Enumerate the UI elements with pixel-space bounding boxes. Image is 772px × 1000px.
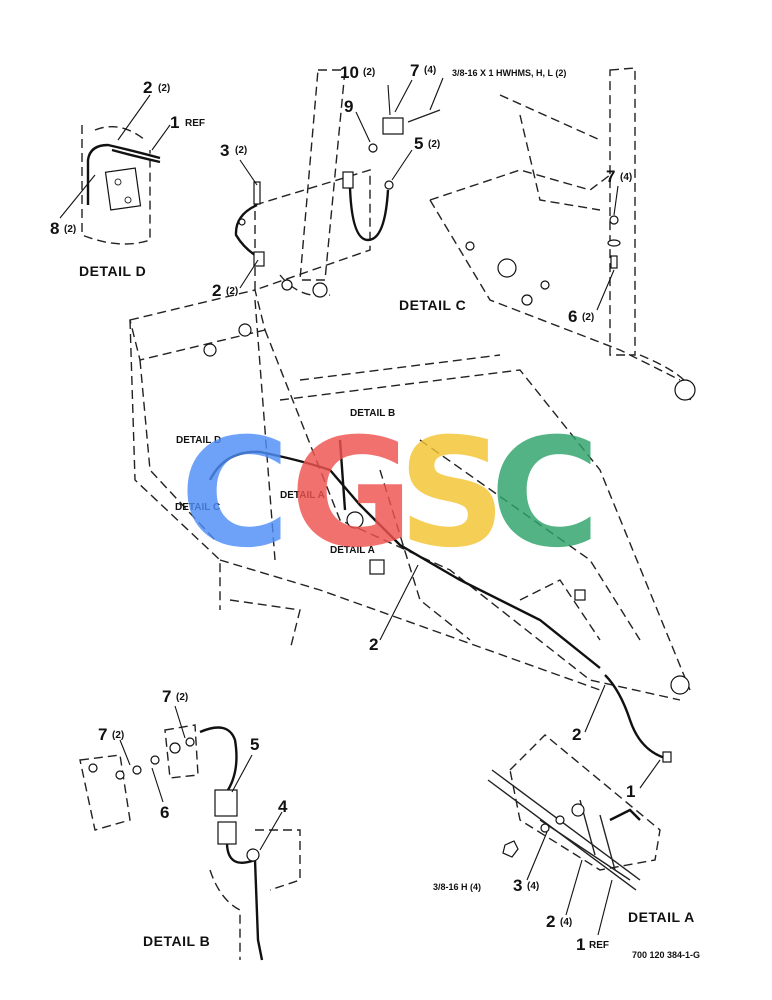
- main-assembly-drawing: [129, 289, 691, 789]
- detail-d-label-1-num: 1: [170, 113, 179, 132]
- main-label-2: 2: [369, 635, 378, 654]
- detail-b-label-6-num: 6: [160, 803, 169, 822]
- watermark-letter-c2: C: [490, 407, 600, 581]
- drawing-number: 700 120 384-1-G: [632, 950, 700, 960]
- watermark-letter-c1: C: [180, 407, 290, 581]
- detail-a-title: DETAIL A: [628, 909, 695, 925]
- main-ref-detail-a-1: DETAIL A: [280, 490, 325, 501]
- detail-c-label-7-num: 7: [410, 61, 419, 80]
- detail-c-label-10-qty: (2): [363, 67, 375, 78]
- detail-c-title: DETAIL C: [399, 297, 466, 313]
- main-ref-detail-a-2: DETAIL A: [330, 545, 375, 556]
- main-label-2b: 2: [572, 725, 581, 744]
- detail-d-title: DETAIL D: [79, 263, 146, 279]
- watermark: C G S C: [180, 407, 600, 581]
- detail-c-label-6-qty: (2): [582, 312, 594, 323]
- detail-a-drawing: [487, 734, 661, 936]
- detail-c-bolt-note: 3/8-16 X 1 HWHMS, H, L (2): [452, 68, 566, 78]
- detail-a-label-2-num: 2: [546, 912, 555, 931]
- detail-b-label-5-num: 5: [250, 735, 259, 754]
- detail-c-label-7b-qty: (4): [620, 172, 632, 183]
- detail-d-label-1-qty: REF: [185, 118, 205, 129]
- main-ref-detail-b: DETAIL B: [350, 408, 395, 419]
- detail-d-label-2-qty: (2): [158, 83, 170, 94]
- detail-d-drawing: [59, 94, 171, 245]
- detail-b-label-7b-qty: (2): [112, 730, 124, 741]
- detail-c-label-7-qty: (4): [424, 65, 436, 76]
- detail-d-label-2-num: 2: [143, 78, 152, 97]
- detail-c-label-9-num: 9: [344, 97, 353, 116]
- detail-c-label-7b-num: 7: [606, 167, 615, 186]
- detail-c-label-5-num: 5: [414, 134, 423, 153]
- detail-a-nut-note: 3/8-16 H (4): [433, 882, 481, 892]
- detail-c-label-5-qty: (2): [428, 139, 440, 150]
- detail-b-label-7-num: 7: [162, 687, 171, 706]
- detail-a-label-3-qty: (4): [527, 881, 539, 892]
- detail-c-label-2-num: 2: [212, 281, 221, 300]
- detail-b-label-4-num: 4: [278, 797, 288, 816]
- detail-b-title: DETAIL B: [143, 933, 210, 949]
- detail-c-label-6-num: 6: [568, 307, 577, 326]
- detail-a-label-1-qty: REF: [589, 940, 609, 951]
- detail-a-label-1-num: 1: [576, 935, 585, 954]
- detail-c-drawing: [234, 67, 696, 401]
- main-ref-detail-c: DETAIL C: [175, 502, 220, 513]
- watermark-letter-g: G: [290, 407, 413, 581]
- detail-b-label-7-qty: (2): [176, 692, 188, 703]
- detail-c-label-3-num: 3: [220, 141, 229, 160]
- detail-b-label-7b-num: 7: [98, 725, 107, 744]
- detail-d-label-8-qty: (2): [64, 224, 76, 235]
- detail-d-label-8-num: 8: [50, 219, 59, 238]
- detail-a-label-2-qty: (4): [560, 917, 572, 928]
- detail-c-label-2-qty: (2): [226, 286, 238, 297]
- detail-c-label-3-qty: (2): [235, 145, 247, 156]
- detail-b-drawing: [79, 705, 301, 961]
- detail-c-label-10-num: 10: [340, 63, 359, 82]
- main-ref-detail-d: DETAIL D: [176, 435, 221, 446]
- main-label-1: 1: [626, 782, 635, 801]
- detail-a-label-3-num: 3: [513, 876, 522, 895]
- watermark-letter-s: S: [398, 407, 506, 581]
